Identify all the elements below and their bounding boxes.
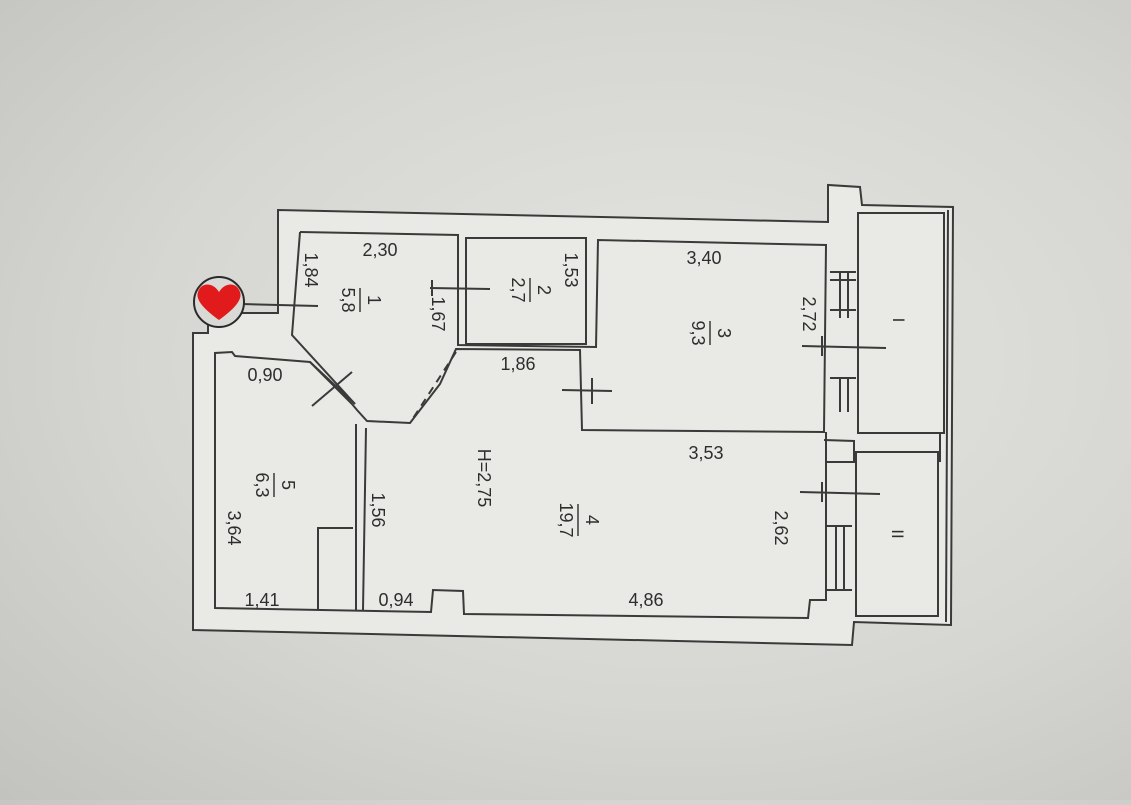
dimension-3-40: 3,40: [686, 248, 721, 268]
room-1-label: 1 5,8: [338, 287, 384, 312]
wall-room5-room4: [355, 424, 367, 611]
room-4-label: 4 19,7: [556, 502, 602, 537]
room-4-number: 4: [582, 515, 602, 525]
dimension-3-53: 3,53: [688, 443, 723, 463]
room-5-number: 5: [278, 480, 298, 490]
window-room4: [826, 525, 852, 591]
room-3-label: 3 9,3: [688, 320, 734, 345]
dimension-1-86: 1,86: [500, 354, 535, 374]
room-5-label: 5 6,3: [252, 472, 298, 497]
dimension-1-56: 1,56: [368, 492, 388, 527]
dimension-1-67: 1,67: [428, 296, 448, 331]
section-mark-balcony-II: [799, 482, 881, 502]
section-mark-balcony-I: [801, 336, 887, 356]
balcony-wall: [823, 209, 949, 623]
dimension-1-41: 1,41: [244, 590, 279, 610]
heart-icon: [193, 276, 245, 328]
room-1-area: 5,8: [338, 287, 358, 312]
room-5-area: 6,3: [252, 472, 272, 497]
dimension-0-94: 0,94: [378, 590, 413, 610]
dimension-4-86: 4,86: [628, 590, 663, 610]
dimension-1-53: 1,53: [561, 252, 581, 287]
dimension-2-72: 2,72: [799, 296, 819, 331]
heart-icon-shape: [197, 284, 241, 320]
balcony-I-box: [857, 212, 945, 434]
room-2-label: 2 2,7: [508, 277, 554, 302]
dimension-2-30: 2,30: [362, 240, 397, 260]
room-3-number: 3: [714, 328, 734, 338]
section-mark-room3: [561, 378, 613, 404]
window-room3-lower: [830, 377, 856, 412]
door-swing-room4: [409, 351, 457, 424]
dimension-1-84: 1,84: [301, 252, 321, 287]
room-3-area: 9,3: [688, 320, 708, 345]
dimension-3-64: 3,64: [224, 510, 244, 545]
section-mark-room5: [311, 371, 353, 407]
ceiling-height-label: H=2,75: [474, 449, 494, 508]
wall-room1: [290, 231, 356, 405]
room-4-area: 19,7: [556, 502, 576, 537]
wall-room2: [465, 237, 587, 345]
wall-cabinet: [317, 527, 353, 610]
section-mark-room1: [429, 280, 491, 296]
room-1-number: 1: [364, 295, 384, 305]
balcony-II-label: II: [888, 529, 907, 538]
balcony-I-label: I: [889, 318, 908, 323]
door-room5: [309, 361, 356, 405]
dimension-2-62: 2,62: [771, 510, 791, 545]
balcony-II-box: [855, 451, 939, 617]
window-room3-upper: [830, 271, 856, 318]
room-2-number: 2: [534, 285, 554, 295]
dimension-0-90: 0,90: [247, 365, 282, 385]
section-mark-entrance: [241, 303, 319, 307]
room-2-area: 2,7: [508, 277, 528, 302]
inner-wall-outline: [214, 231, 828, 620]
